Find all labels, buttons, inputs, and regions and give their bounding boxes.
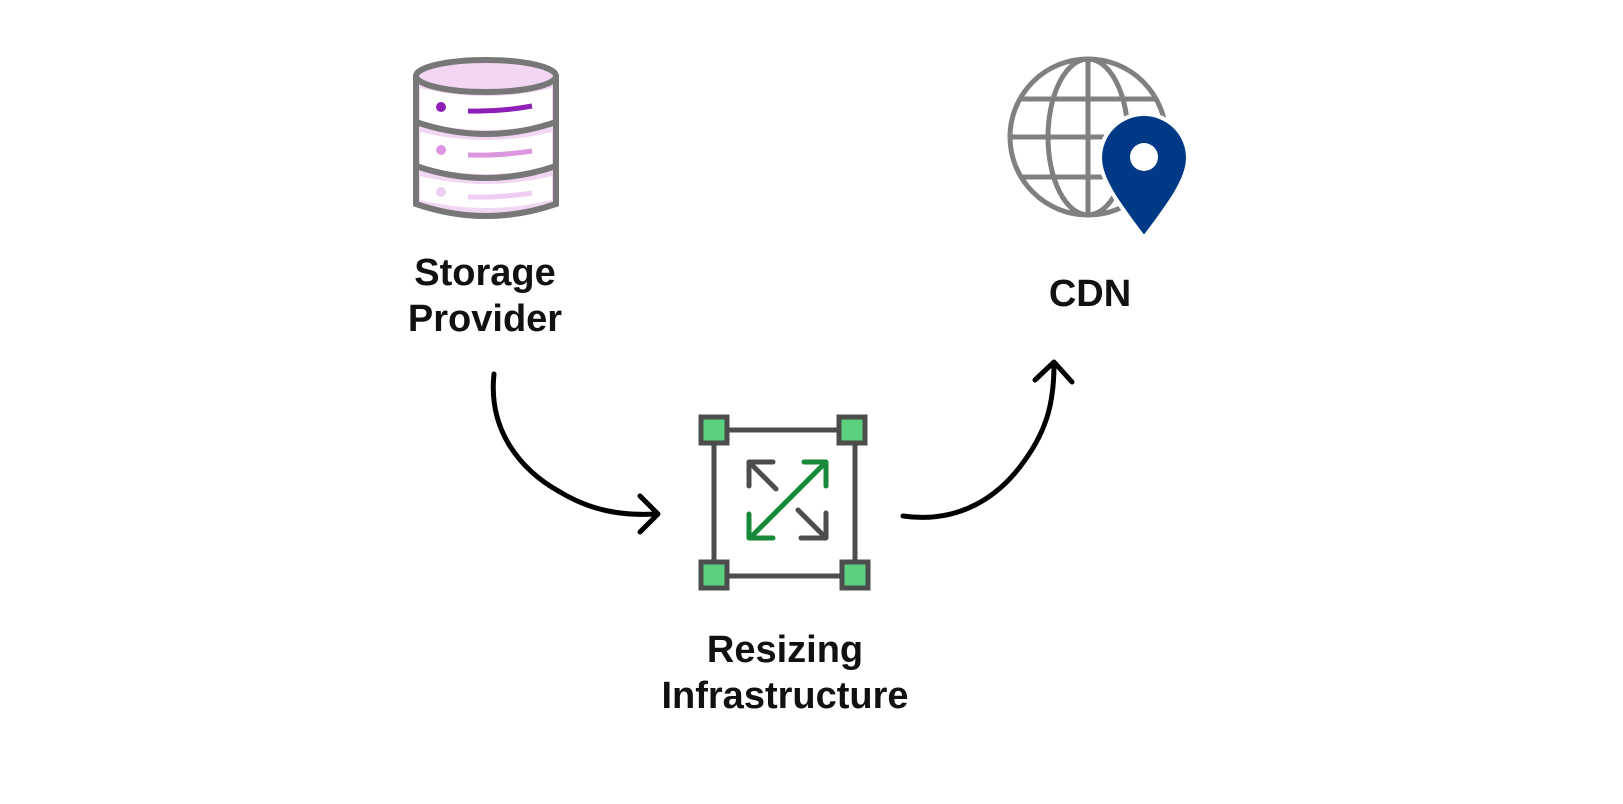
resizing-label-line2: Infrastructure xyxy=(661,675,909,717)
arrow-storage-to-resizing xyxy=(490,371,661,535)
storage-label-line2: Provider xyxy=(407,298,563,340)
database-icon xyxy=(413,57,559,219)
resizing-label-line1: Resizing xyxy=(706,629,864,671)
location-pin-icon xyxy=(1097,112,1191,242)
globe-location-icon xyxy=(1007,56,1191,242)
cdn-label: CDN xyxy=(1000,271,1180,317)
storage-provider-label: Storage Provider xyxy=(380,250,590,342)
resize-icon xyxy=(698,414,871,591)
cdn-label-text: CDN xyxy=(1048,273,1132,315)
arrow-resizing-to-cdn xyxy=(900,359,1075,520)
storage-label-line1: Storage xyxy=(414,252,556,294)
resizing-infrastructure-label: Resizing Infrastructure xyxy=(630,627,940,719)
